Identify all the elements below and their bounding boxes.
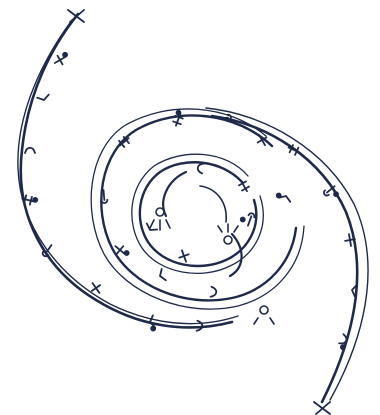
outer-arm-right-strand-b: [206, 108, 368, 400]
glyph-tick-mark: [25, 148, 35, 153]
center-glyph-left: [150, 208, 170, 230]
top-cross-mark: [68, 10, 84, 22]
glyph-tick-mark: [37, 95, 50, 102]
center-glyph-right: [218, 224, 238, 244]
glyph-tick-mark: [276, 193, 291, 202]
outer-arm-left-strand-b: [18, 20, 238, 324]
middle-ring-strand-a: [101, 115, 296, 300]
bottom-glyph: [254, 306, 274, 324]
core-inner-arc: [200, 186, 226, 222]
glyph-tick-mark: [88, 280, 103, 296]
glyph-tick-mark: [239, 210, 255, 226]
glyph-tick-mark: [158, 269, 166, 282]
inner-ring-strand-b: [132, 154, 263, 273]
glyph-tick-mark: [177, 249, 191, 264]
glyph-tick-mark: [172, 110, 185, 127]
glyph-tick-mark: [211, 287, 217, 297]
glyph-tick-mark: [52, 51, 70, 67]
glyph-tick-mark: [197, 163, 204, 174]
bottom-cross-mark: [314, 402, 330, 414]
core-curl-left: [163, 172, 186, 216]
